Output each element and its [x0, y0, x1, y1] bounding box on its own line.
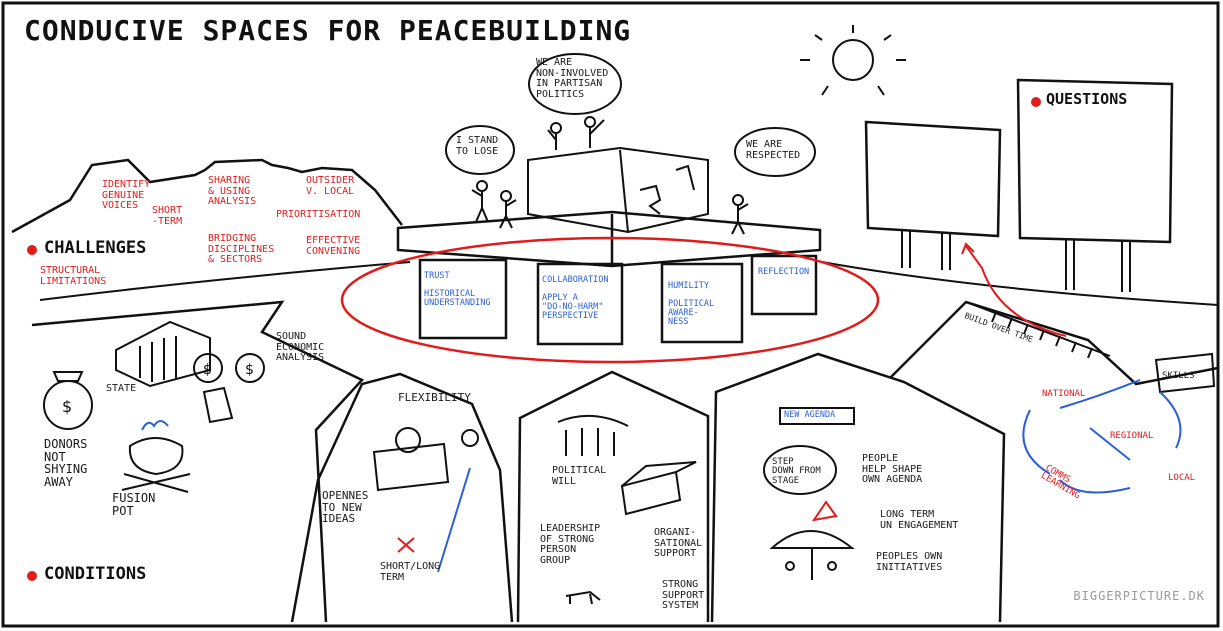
- skills-label: SKILLS: [1162, 371, 1195, 381]
- condition-strong-support: STRONG SUPPORT SYSTEM: [662, 579, 705, 611]
- dog-icon: [565, 590, 601, 605]
- challenge-identify-voices: IDENTIFY GENUINE VOICES: [102, 179, 151, 211]
- pillar-shapes: [418, 254, 818, 346]
- svg-text:$: $: [62, 397, 72, 416]
- red-cross-icon: [397, 537, 415, 553]
- group-table-icon: [557, 414, 629, 456]
- section-conditions: CONDITIONS: [44, 564, 147, 584]
- speech-bubble-stand-to-lose: [445, 125, 515, 175]
- condition-long-term: LONG TERM UN ENGAGEMENT: [880, 509, 959, 531]
- condition-political-will: POLITICAL WILL: [552, 465, 607, 487]
- challenge-convening: EFFECTIVE CONVENING: [306, 235, 361, 257]
- challenge-structural: STRUCTURAL LIMITATIONS: [40, 265, 107, 287]
- castle-building-icon: [527, 146, 709, 234]
- condition-openness: OPENNES TO NEW IDEAS: [322, 489, 369, 526]
- stick-figures: [471, 116, 749, 235]
- red-growth-arrow: [965, 245, 1067, 337]
- challenge-outsider: OUTSIDER V. LOCAL: [306, 175, 355, 197]
- challenges-dot: [27, 245, 37, 255]
- step-down-bubble: [763, 445, 837, 495]
- condition-short-long: SHORT/LONG TERM: [380, 561, 441, 583]
- condition-new-agenda: NEW AGENDA: [784, 410, 836, 420]
- idea-box-icon: [372, 427, 479, 492]
- watermark: BIGGERPICTURE.DK: [1073, 589, 1205, 603]
- condition-people-help: PEOPLE HELP SHAPE OWN AGENDA: [862, 453, 923, 485]
- arrow-left: [31, 300, 365, 623]
- svg-text:$: $: [203, 362, 212, 378]
- fusion-pot-icon: [121, 420, 191, 493]
- condition-sound-economic: SOUND ECONOMIC ANALYSIS: [276, 331, 325, 363]
- blue-arrow-flex: [437, 467, 471, 573]
- challenge-prioritisation: PRIORITISATION: [276, 209, 361, 220]
- speech-bubble-respected: [734, 127, 816, 177]
- coin-icons: $ $: [193, 353, 265, 383]
- money-bag-icon: $: [43, 371, 93, 430]
- billboard-small-icon: [864, 120, 1002, 270]
- sun-icon: [800, 25, 906, 96]
- condition-organisational: ORGANI- SATIONAL SUPPORT: [654, 527, 703, 559]
- conditions-dot: [27, 571, 37, 581]
- challenge-short-term: SHORT -TERM: [152, 205, 183, 227]
- ground-line-left: [39, 261, 411, 301]
- arrow-right: [889, 300, 1219, 386]
- pillar-trust: TRUST HISTORICAL UNDERSTANDING: [424, 271, 491, 308]
- arrow-flexibility: [290, 372, 514, 623]
- level-regional: REGIONAL: [1110, 431, 1154, 441]
- level-national: NATIONAL: [1042, 389, 1086, 399]
- section-questions: QUESTIONS: [1046, 90, 1128, 108]
- state-building-icon: [115, 320, 211, 388]
- document-icon: [202, 386, 234, 424]
- new-agenda-banner: [779, 407, 855, 425]
- page-title: CONDUCIVE SPACES FOR PEACEBUILDING: [24, 14, 632, 47]
- arrow-new-agenda: [710, 352, 1006, 623]
- cycle-arrows: [1022, 379, 1182, 494]
- speech-stand-to-lose: I STAND TO LOSE: [456, 135, 499, 157]
- arrow-political-will: [516, 370, 710, 623]
- condition-leadership: LEADERSHIP OF STRONG PERSON GROUP: [540, 523, 601, 566]
- speech-non-involved: WE ARE NON-INVOLVED IN PARTISAN POLITICS: [536, 57, 609, 100]
- speech-respected: WE ARE RESPECTED: [746, 139, 801, 161]
- pillar-humility: HUMILITY POLITICAL AWARE- NESS: [668, 281, 715, 327]
- pillar-reflection: REFLECTION: [758, 267, 810, 277]
- red-ellipse: [340, 236, 880, 364]
- svg-text:$: $: [245, 362, 254, 378]
- section-challenges: CHALLENGES: [44, 238, 147, 258]
- pillar-collaboration: COLLABORATION APPLY A "DO-NO-HARM" PERSP…: [542, 275, 609, 321]
- condition-peoples-own: PEOPLES OWN INITIATIVES: [876, 551, 943, 573]
- questions-dot: [1031, 97, 1041, 107]
- chest-icon: [620, 461, 697, 516]
- mountains: [11, 158, 403, 234]
- timeline-ruler: [965, 301, 1111, 359]
- challenge-bridging: BRIDGING DISCIPLINES & SECTORS: [208, 233, 275, 265]
- umbrella-icon: [769, 530, 855, 580]
- challenge-sharing: SHARING & USING ANALYSIS: [208, 175, 257, 207]
- condition-donors: DONORS NOT SHYING AWAY: [44, 437, 88, 489]
- level-local: LOCAL: [1168, 473, 1196, 483]
- ground-line-right: [821, 261, 1219, 306]
- speech-bubble-non-involved: [528, 53, 622, 115]
- billboard-large-icon: [1016, 78, 1174, 292]
- condition-arrows: [31, 300, 1219, 623]
- condition-step-down: STEP DOWN FROM STAGE: [772, 457, 821, 486]
- condition-fusion-pot: FUSION POT: [112, 491, 156, 518]
- red-arrow-down: [811, 500, 838, 522]
- condition-state: STATE: [106, 383, 137, 394]
- platform-stage: [396, 210, 822, 268]
- condition-flexibility: FLEXIBILITY: [398, 391, 471, 404]
- skills-box-icon: [1154, 352, 1216, 394]
